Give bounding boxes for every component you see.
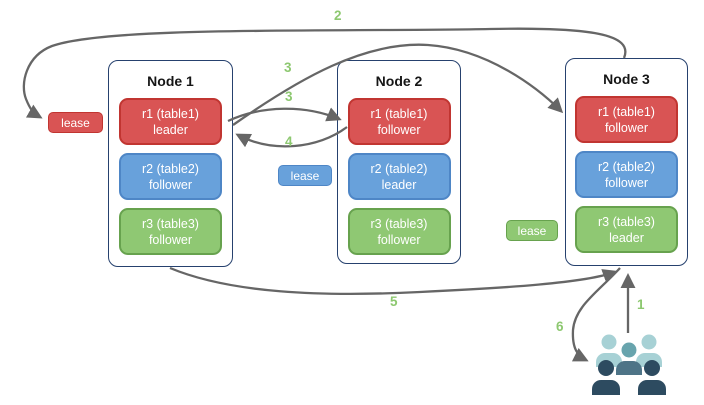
replica-name: r1 (table1) (142, 106, 199, 121)
replica-name: r3 (table3) (142, 216, 199, 231)
step-label-3b: 3 (285, 89, 293, 104)
lease-badge-blue: lease (278, 165, 332, 186)
replica-name: r1 (table1) (598, 104, 655, 119)
node3-replica-r3: r3 (table3) leader (575, 206, 678, 253)
lease-badge-red: lease (48, 112, 103, 133)
replica-role: follower (377, 122, 421, 137)
replica-name: r3 (table3) (598, 214, 655, 229)
node-3-container: Node 3 r1 (table1) follower r2 (table2) … (565, 58, 688, 266)
node-2-container: Node 2 r1 (table1) follower r2 (table2) … (337, 60, 461, 264)
node1-replica-r3: r3 (table3) follower (119, 208, 222, 255)
users-center-head (621, 342, 637, 358)
replica-role: follower (604, 175, 649, 190)
clients-group-icon (592, 334, 666, 395)
replica-role: leader (381, 177, 417, 192)
replica-name: r3 (table3) (370, 216, 428, 231)
replica-name: r2 (table2) (142, 161, 199, 176)
users-front-row (592, 360, 666, 395)
step-label-5: 5 (390, 294, 398, 309)
node1-replica-r1: r1 (table1) leader (119, 98, 222, 145)
step-label-2: 2 (334, 8, 342, 23)
arrow-5-node1-to-node3 (169, 266, 618, 296)
replica-name: r2 (table2) (370, 161, 428, 176)
users-center-body (616, 361, 642, 375)
replica-role: leader (153, 122, 188, 137)
node-1-title: Node 1 (147, 73, 194, 89)
replica-role: follower (148, 177, 193, 192)
node2-replica-r2: r2 (table2) leader (347, 153, 451, 200)
replica-name: r2 (table2) (598, 159, 655, 174)
node3-replica-r1: r1 (table1) follower (575, 96, 678, 143)
lease-badge-green: lease (506, 220, 558, 241)
step-label-3a: 3 (284, 60, 292, 75)
node2-replica-r1: r1 (table1) follower (347, 98, 451, 145)
step-label-6: 6 (556, 319, 564, 334)
replica-role: follower (604, 120, 649, 135)
replica-name: r1 (table1) (370, 106, 428, 121)
node-1-container: Node 1 r1 (table1) leader r2 (table2) fo… (108, 60, 233, 267)
replica-role: follower (377, 232, 421, 247)
node3-replica-r2: r2 (table2) follower (575, 151, 678, 198)
node-2-title: Node 2 (375, 73, 423, 89)
node1-replica-r2: r2 (table2) follower (119, 153, 222, 200)
replica-role: leader (609, 230, 644, 245)
replica-role: follower (148, 232, 193, 247)
step-label-1: 1 (637, 297, 645, 312)
arrow-3-node1-to-node2 (227, 107, 342, 123)
node-3-title: Node 3 (603, 71, 650, 87)
node2-replica-r3: r3 (table3) follower (347, 208, 451, 255)
step-label-4: 4 (285, 134, 293, 149)
